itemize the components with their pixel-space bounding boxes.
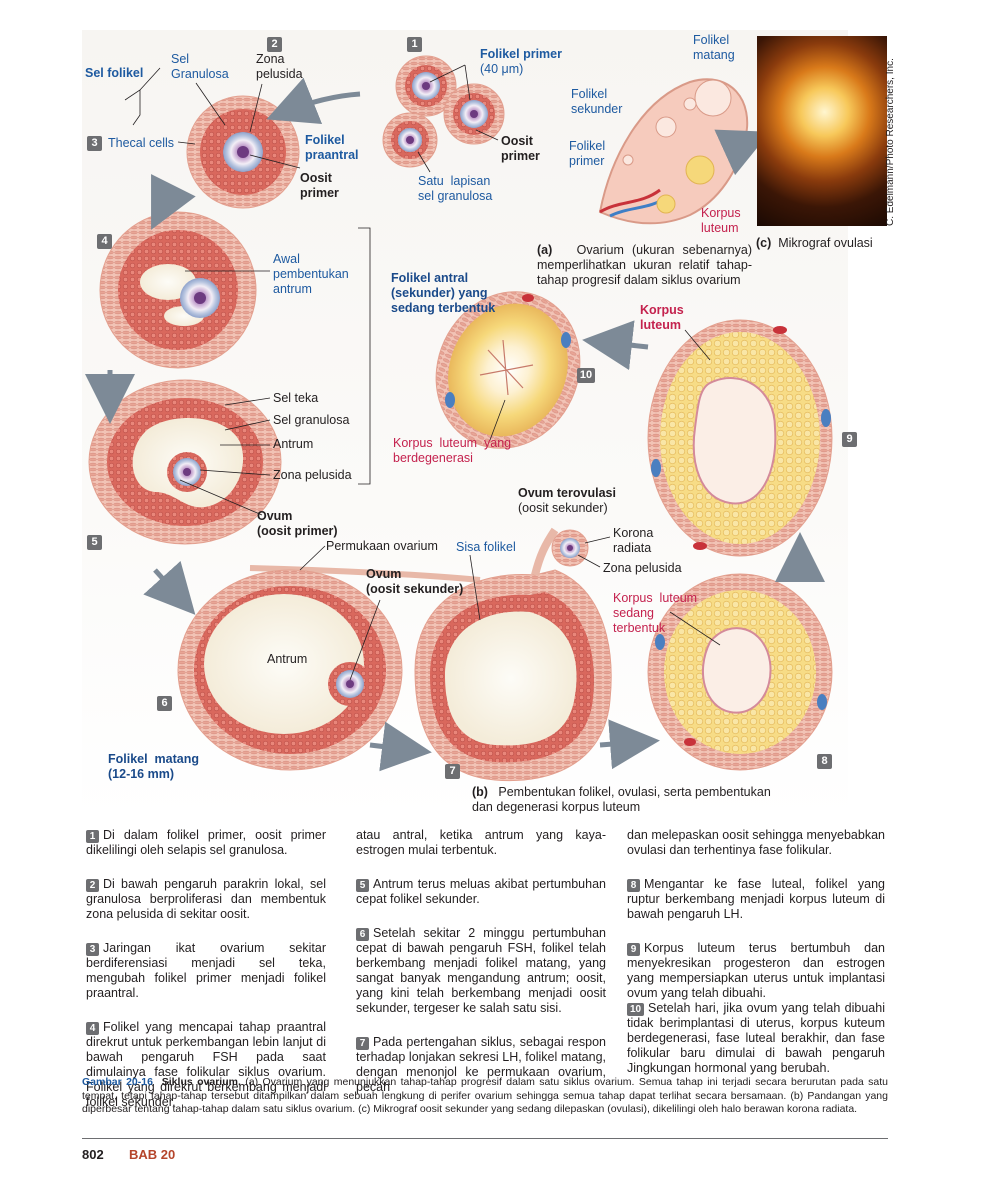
caption-b-text: Pembentukan folikel, ovulasi, serta pemb…: [472, 785, 771, 814]
photo-credit: C. Edelmann/Photo Researchers, Inc.: [885, 58, 896, 226]
caption-b-prefix: (b): [472, 785, 488, 799]
caption-a: (a) Ovarium (ukuran sebenarnya) memperli…: [537, 243, 752, 288]
caption-c: (c) Mikrograf ovulasi: [756, 236, 873, 250]
mature-follicle: [178, 570, 402, 770]
text-column-3: dan melepaskan oosit sehingga menyebabka…: [627, 828, 885, 1095]
caption-c-prefix: (c): [756, 236, 771, 250]
para-num-9: 9: [627, 943, 640, 956]
page-number: 802: [82, 1147, 104, 1162]
para-num-4: 4: [86, 1022, 99, 1035]
label-sisa-folikel: Sisa folikel: [456, 540, 516, 555]
paragraph-3-text: Jaringan ikat ovarium sekitar berdiferen…: [86, 941, 326, 1000]
label-ovary-folikel-primer: Folikel primer: [569, 139, 605, 169]
label-antrum-6: Antrum: [267, 652, 307, 667]
step-badge-8: 8: [817, 754, 832, 769]
label-folikel-matang: Folikel matang (12-16 mm): [108, 752, 199, 782]
para-num-1: 1: [86, 830, 99, 843]
step-badge-6: 6: [157, 696, 172, 711]
early-antrum-follicle: [100, 212, 256, 368]
paragraph-9-text: Korpus luteum terus bertumbuh dan menyek…: [627, 941, 885, 1000]
label-sel-granulosa: Sel Granulosa: [171, 52, 229, 82]
antral-follicle: [89, 380, 281, 544]
label-awal-antrum: Awal pembentukan antrum: [273, 252, 349, 297]
label-antrum-5: Antrum: [273, 437, 313, 452]
paragraph-4-continued: atau antral, ketika antrum yang kaya-est…: [356, 828, 606, 858]
para-num-6: 6: [356, 928, 369, 941]
figure-caption: Gambar 20-16 Siklus ovarium. (a) Ovarium…: [82, 1076, 888, 1117]
label-ovary-folikel-matang: Folikel matang: [693, 33, 735, 63]
label-korpus-luteum-sedang: Korpus luteum sedang terbentuk: [613, 591, 697, 636]
label-sel-folikel: Sel folikel: [85, 66, 143, 81]
label-folikel-praantral: Folikel praantral: [305, 133, 359, 163]
paragraph-7-continued: dan melepaskan oosit sehingga menyebabka…: [627, 828, 885, 858]
label-zona-pelusida-7: Zona pelusida: [603, 561, 682, 576]
label-korona-radiata: Korona radiata: [613, 526, 653, 556]
label-sel-teka: Sel teka: [273, 391, 318, 406]
label-zona-pelusida: Zona pelusida: [256, 52, 303, 82]
footer-rule: [82, 1138, 888, 1139]
paragraph-8-text: Mengantar ke fase luteal, folikel yang r…: [627, 877, 885, 921]
chapter-label: BAB 20: [129, 1147, 175, 1162]
label-korpus-luteum-9: Korpus luteum: [640, 303, 684, 333]
paragraph-6-text: Setelah sekitar 2 minggu pertumbuhan cep…: [356, 926, 606, 1015]
step-badge-5: 5: [87, 535, 102, 550]
label-thecal-cells: Thecal cells: [108, 136, 174, 151]
figure-caption-title: Siklus ovarium.: [162, 1076, 241, 1088]
step-badge-10: 10: [577, 368, 595, 383]
step-badge-2: 2: [267, 37, 282, 52]
caption-a-text: Ovarium (ukuran sebenarnya) memperlihatk…: [537, 243, 752, 287]
ovulation-micrograph: [757, 36, 887, 226]
label-folikel-antral: Folikel antral (sekunder) yang sedang te…: [391, 271, 495, 316]
step-badge-3: 3: [87, 136, 102, 151]
paragraph-1-text: Di dalam folikel primer, oosit primer di…: [86, 828, 326, 857]
label-zona-pelusida-5: Zona pelusida: [273, 468, 352, 483]
step-badge-9: 9: [842, 432, 857, 447]
ovulated-ovum: [552, 530, 588, 566]
para-num-2: 2: [86, 879, 99, 892]
para-num-3: 3: [86, 943, 99, 956]
caption-b: (b) Pembentukan folikel, ovulasi, serta …: [472, 785, 782, 815]
step-badge-1: 1: [407, 37, 422, 52]
label-oosit-primer-stage1: Oosit primer: [501, 134, 540, 164]
figure-caption-label: Gambar 20-16: [82, 1076, 153, 1088]
label-korpus-luteum-degen: Korpus luteum yang berdegenerasi: [393, 436, 511, 466]
preantral-follicle: [187, 96, 299, 208]
label-sel-granulosa-5: Sel granulosa: [273, 413, 349, 428]
label-ovum-primer: Ovum (oosit primer): [257, 509, 338, 539]
label-folikel-primer-size: (40 μm): [480, 62, 523, 77]
step-badge-7: 7: [445, 764, 460, 779]
label-ovary-korpus-luteum: Korpus luteum: [701, 206, 741, 236]
paragraph-5-text: Antrum terus meluas akibat pertumbuhan c…: [356, 877, 606, 906]
text-column-2: atau antral, ketika antrum yang kaya-est…: [356, 828, 606, 1114]
label-oosit-primer-stage3: Oosit primer: [300, 171, 339, 201]
para-num-5: 5: [356, 879, 369, 892]
label-ovum-sekunder: Ovum (oosit sekunder): [366, 567, 463, 597]
label-ovary-folikel-sekunder: Folikel sekunder: [571, 87, 622, 117]
label-permukaan-ovarium: Permukaan ovarium: [326, 539, 438, 554]
corpus-luteum: [648, 320, 832, 556]
para-num-10: 10: [627, 1003, 644, 1016]
para-num-8: 8: [627, 879, 640, 892]
label-satu-lapisan: Satu lapisan sel granulosa: [418, 174, 492, 204]
paragraph-2-text: Di bawah pengaruh parakrin lokal, sel gr…: [86, 877, 326, 921]
label-ovum-terovulasi: Ovum terovulasi: [518, 486, 616, 501]
caption-a-prefix: (a): [537, 243, 552, 257]
label-oosit-sekunder: (oosit sekunder): [518, 501, 608, 516]
caption-c-text: Mikrograf ovulasi: [778, 236, 872, 250]
para-num-7: 7: [356, 1037, 369, 1050]
step-badge-4: 4: [97, 234, 112, 249]
paragraph-10-text: Setelah hari, jika ovum yang telah dibua…: [627, 1001, 885, 1075]
label-folikel-primer: Folikel primer: [480, 47, 562, 62]
